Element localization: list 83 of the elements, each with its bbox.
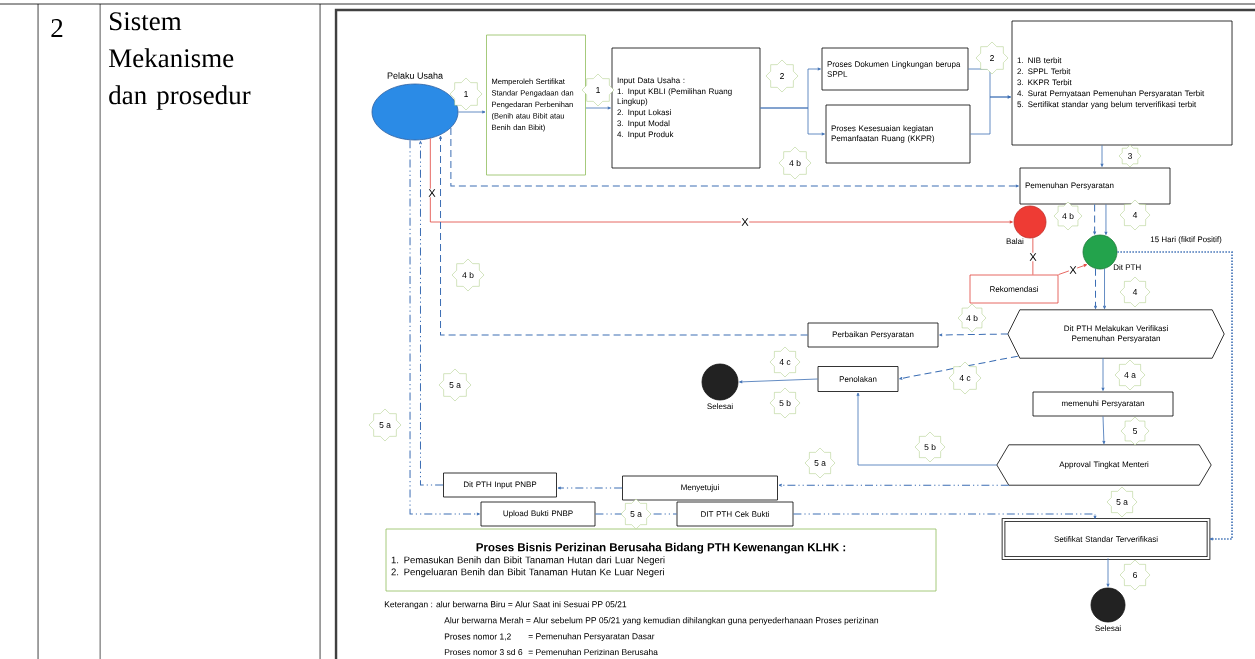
process-box: Upload Bukti PNBP [480,501,596,527]
arrow [856,392,998,466]
arrow [439,135,809,336]
arrow [1100,145,1104,167]
number-badge: 2 [975,41,1009,75]
process-box: Rekomendasi [969,274,1059,304]
arrow [1094,268,1097,310]
process-box: memenuhi Persyaratan [1032,391,1174,417]
process-box: Proses Kesesuaian kegiatan Pemanfaatan Ruang (KKPR) [825,104,971,164]
arrow [585,106,611,110]
cross-mark: X [740,217,750,227]
row-number: 2 [51,19,63,37]
number-badge: 5 a [438,368,472,402]
arrow [419,140,444,486]
node-label: Pelaku Usaha [387,72,443,79]
number-badge: 3 [1118,144,1142,168]
number-badge: 2 [765,59,799,93]
arrow [970,95,1011,135]
number-badge: 4 c [769,346,801,378]
number-badge: 5 a [804,447,836,479]
number-badge: 4 b [451,258,485,292]
arrow [429,138,1013,224]
node-label: Balai [1006,238,1024,245]
number-badge: 1 [581,73,615,107]
arrow [557,486,623,490]
process-box: Dit PTH Input PNBP [443,472,557,498]
arrow [450,127,1019,188]
arrow [1102,416,1106,445]
note-text: Alur berwarna Merah = Alur sebelum PP 05/21 yang kemudian dihilangkan guna penyederhanaan Proses perizinan [444,617,879,625]
number-badge: 4 c [948,361,982,395]
arrow [1104,204,1108,235]
arrow [458,110,486,114]
note-text: = Pemenuhan Persyaratan Dasar [528,633,655,641]
arrow [409,139,480,516]
arrow [760,107,825,136]
note-text: Proses nomor 1,2 [444,633,511,641]
arrow [1058,264,1088,275]
process-box: 1. NIB terbit 2. SPPL Terbit 3. KKPR Terbit 4. Surat Pernyataan Pemenuhan Persyaratan Terbit 5. Sertifikat standar yang belum terverifikasi terbit [1011,20,1233,146]
number-badge: 5 a [368,408,402,442]
arrow [1106,558,1110,587]
number-badge: 5 a [620,498,652,530]
node-label: Selesai [1095,625,1121,632]
arrow [792,513,1097,519]
note-text: Proses nomor 3 sd 6 [444,648,523,656]
node-label: Selesai [707,403,733,410]
number-badge: 4 [1119,199,1151,231]
process-box: Pemenuhan Persyaratan [1019,167,1171,205]
process-box: Menyetujui [622,475,778,501]
cross-mark: X [1068,265,1078,275]
arrow [1101,357,1105,391]
node-label: Dit PTH [1113,264,1141,271]
number-badge: 4 a [1114,359,1146,391]
arrow [1116,251,1233,541]
process-box: Input Data Usaha : 1. Input KBLI (Pemilihan Ruang Lingkup) 2. Input Lokasi 3. Input Modal 4. Input Produk [611,47,761,169]
process-box: DIT PTH Cek Bukti [676,501,794,527]
arrow [739,378,818,384]
number-badge: 4 [1119,276,1151,308]
number-badge: 4 b [778,146,812,180]
cross-mark: X [427,188,437,198]
row-heading: Sistem Mekanisme dan prosedur [109,12,251,110]
number-badge: 5 [1120,416,1150,446]
process-hexagon: Dit PTH Melakukan Verifikasi Pemenuhan Persyaratan [1007,309,1225,359]
process-hexagon: Approval Tingkat Menteri [996,444,1212,486]
number-badge: 6 [1119,559,1151,591]
process-box: Proses Dokumen Lingkungan berupa SPPL [821,47,969,91]
number-badge: 4 b [1053,201,1083,231]
arrow [899,355,1019,380]
arrow [1093,203,1097,235]
process-box: Penolakan [817,366,899,392]
process-box: Perbaikan Persyaratan [807,322,939,348]
arrow [778,483,1010,487]
number-badge: 1 [449,77,483,111]
arrow [1103,268,1106,310]
result-box: Setifikat Standar Terverifikasi [1001,518,1211,560]
arrow [939,333,1009,337]
cross-mark: X [1028,252,1038,262]
number-badge: 4 b [957,303,987,333]
edge-label: 15 Hari (fiktif Positif) [1149,235,1223,245]
note-text: Keterangan : alur berwarna Biru = Alur Saat ini Sesuai PP 05/21 [384,601,627,609]
number-badge: 5 b [769,387,801,419]
note-text: = Pemenuhan Perizinan Berusaha [528,648,658,656]
number-badge: 5 b [914,431,946,463]
number-badge: 5 a [1106,486,1138,518]
